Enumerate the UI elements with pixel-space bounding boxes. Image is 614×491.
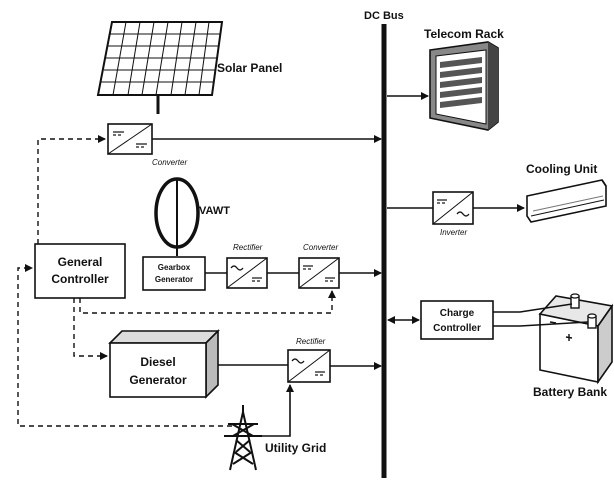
vawt-rectifier-label: Rectifier: [233, 243, 263, 252]
diesel-line2: Generator: [129, 373, 187, 387]
charge-to-battery-wire-1: [493, 303, 573, 313]
solar-converter-block: [107, 123, 153, 155]
diesel-rectifier-block: [287, 349, 331, 383]
vawt-label: VAWT: [199, 205, 230, 217]
battery-bank-label: Battery Bank: [533, 385, 607, 399]
controller-line2: Controller: [51, 272, 109, 286]
diesel-generator-block: [108, 329, 220, 399]
vawt-converter-label: Converter: [303, 243, 338, 252]
solar-panel-label: Solar Panel: [217, 61, 282, 75]
vawt-converter-block: [298, 257, 340, 289]
utility-grid-label: Utility Grid: [265, 441, 326, 455]
gearbox-line2: Generator: [155, 275, 193, 284]
vawt-icon: [154, 177, 200, 256]
controller-line1: General: [58, 255, 103, 269]
diesel-line1: Diesel: [140, 355, 175, 369]
dc-bus-label: DC Bus: [364, 10, 404, 22]
air-conditioner-icon: [526, 179, 607, 223]
gearbox-generator-block: [142, 256, 206, 291]
general-controller-block: [34, 243, 126, 299]
inverter-block: [432, 191, 474, 225]
grid-to-rectifier-arrow: [258, 384, 294, 437]
telecom-rack-icon: [429, 41, 499, 131]
control-line-diesel: [73, 298, 108, 360]
charge-line1: Charge: [440, 308, 475, 319]
cooling-unit-label: Cooling Unit: [526, 162, 597, 176]
vawt-rectifier-block: [226, 257, 268, 289]
gearbox-line1: Gearbox: [158, 263, 191, 272]
solar-panel-icon: [96, 21, 224, 114]
control-line-grid: [17, 264, 232, 427]
control-line-solar: [37, 135, 106, 244]
telecom-rack-label: Telecom Rack: [424, 27, 504, 41]
inverter-label: Inverter: [440, 228, 467, 237]
power-tower-icon: [224, 405, 262, 471]
charge-line2: Controller: [433, 323, 481, 334]
charge-to-battery-wire-2: [493, 321, 589, 327]
charge-controller-block: [420, 300, 494, 340]
solar-converter-label: Converter: [152, 158, 187, 167]
diesel-rectifier-label: Rectifier: [296, 337, 326, 346]
